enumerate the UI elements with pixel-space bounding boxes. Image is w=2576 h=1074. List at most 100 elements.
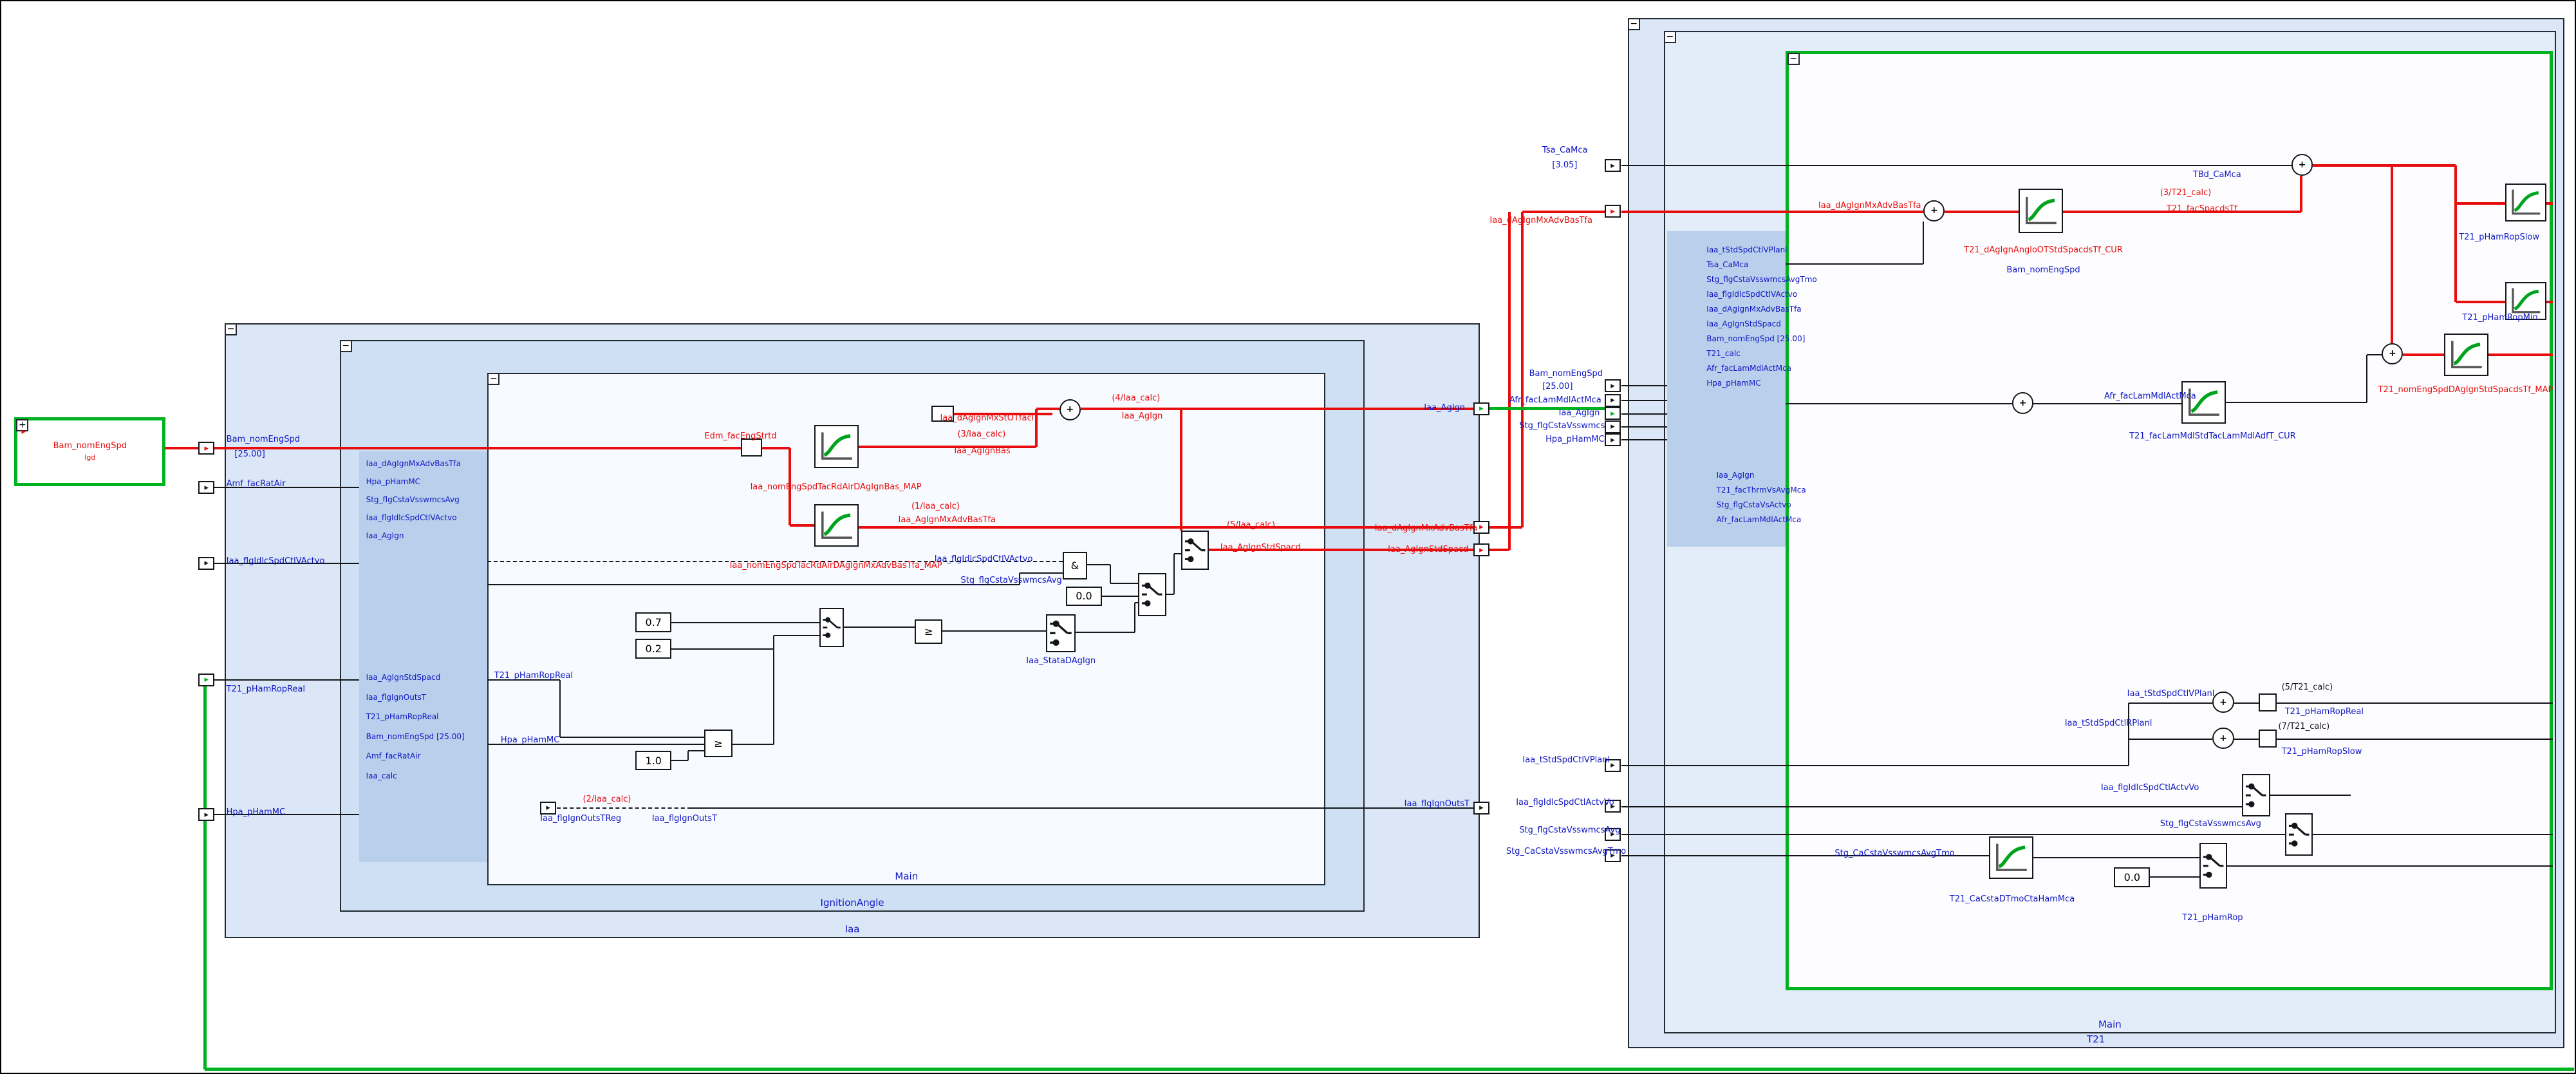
inport[interactable]: ▸ bbox=[1605, 849, 1621, 862]
signal-line[interactable] bbox=[2128, 702, 2130, 766]
signal-line[interactable] bbox=[1621, 764, 2129, 766]
constant-block[interactable]: 1.0 bbox=[635, 750, 672, 771]
switch-block[interactable] bbox=[2242, 773, 2270, 816]
collapse-button[interactable]: − bbox=[339, 339, 352, 352]
switch-block[interactable] bbox=[2284, 813, 2313, 856]
signal-line[interactable] bbox=[2225, 401, 2367, 403]
signal-line[interactable] bbox=[2276, 738, 2553, 740]
collapse-button[interactable]: − bbox=[487, 372, 500, 385]
lookup-table-block[interactable] bbox=[2444, 333, 2489, 376]
signal-line[interactable] bbox=[2129, 738, 2213, 740]
signal-line[interactable] bbox=[671, 760, 688, 762]
signal-line[interactable] bbox=[203, 680, 207, 1069]
signal-line[interactable] bbox=[790, 524, 815, 527]
signal-line[interactable] bbox=[1208, 549, 1473, 552]
inport[interactable]: ▸ bbox=[1605, 800, 1621, 813]
lookup-table-block[interactable] bbox=[2181, 381, 2226, 424]
signal-line[interactable] bbox=[1785, 263, 1924, 265]
inport[interactable]: ▸ bbox=[540, 801, 557, 815]
sum-block[interactable]: + bbox=[1923, 200, 1945, 221]
signal-line[interactable] bbox=[954, 412, 1053, 415]
signal-line[interactable] bbox=[205, 1068, 2574, 1071]
signal-line[interactable] bbox=[2033, 403, 2181, 405]
inport[interactable]: ▸ bbox=[1605, 379, 1621, 393]
signal-line[interactable] bbox=[2456, 202, 2505, 205]
signal-line[interactable] bbox=[687, 750, 689, 761]
lookup-table-block[interactable] bbox=[1989, 836, 2034, 879]
signal-line[interactable] bbox=[1489, 407, 1605, 411]
signal-line[interactable] bbox=[1135, 602, 1139, 604]
small-block[interactable] bbox=[2258, 693, 2277, 711]
signal-line[interactable] bbox=[1166, 594, 1175, 596]
signal-line[interactable] bbox=[556, 807, 691, 809]
input-strip-panel[interactable] bbox=[1710, 464, 1786, 531]
lookup-table-block[interactable] bbox=[814, 425, 859, 468]
signal-line[interactable] bbox=[2234, 738, 2259, 740]
small-block[interactable] bbox=[740, 438, 762, 457]
signal-line[interactable] bbox=[1621, 806, 2243, 807]
signal-line[interactable] bbox=[487, 584, 1020, 586]
signal-line[interactable] bbox=[1489, 525, 1523, 529]
signal-line[interactable] bbox=[671, 648, 774, 650]
signal-line[interactable] bbox=[772, 636, 774, 649]
signal-line[interactable] bbox=[1102, 595, 1139, 597]
inport[interactable]: ▸ bbox=[198, 442, 215, 455]
signal-line[interactable] bbox=[2456, 301, 2505, 304]
signal-line[interactable] bbox=[487, 743, 705, 745]
signal-line[interactable] bbox=[2454, 165, 2458, 303]
signal-line[interactable] bbox=[1174, 552, 1181, 554]
signal-line[interactable] bbox=[2403, 353, 2445, 356]
signal-line[interactable] bbox=[1945, 210, 2019, 213]
signal-line[interactable] bbox=[2150, 876, 2199, 878]
lookup-table-block[interactable] bbox=[814, 504, 859, 547]
inport[interactable]: ▸ bbox=[1605, 159, 1621, 173]
signal-line[interactable] bbox=[772, 648, 774, 744]
signal-line[interactable] bbox=[1621, 165, 2291, 167]
signal-line[interactable] bbox=[487, 561, 1063, 563]
sum-block[interactable]: + bbox=[2012, 392, 2034, 414]
signal-line[interactable] bbox=[671, 621, 820, 623]
switch-block[interactable] bbox=[1181, 530, 1209, 570]
lookup-table-block[interactable] bbox=[2505, 282, 2546, 321]
constant-block[interactable]: 0.0 bbox=[2114, 867, 2151, 887]
inport[interactable]: ▸ bbox=[198, 481, 215, 495]
collapse-button[interactable]: − bbox=[225, 323, 238, 336]
inport[interactable]: ▸ bbox=[1605, 393, 1621, 407]
signal-line[interactable] bbox=[213, 562, 360, 564]
signal-line[interactable] bbox=[691, 807, 1473, 809]
lookup-table-block[interactable] bbox=[2505, 184, 2546, 221]
logic-block[interactable]: ≥ bbox=[704, 729, 733, 758]
signal-line[interactable] bbox=[1923, 221, 1925, 265]
signal-line[interactable] bbox=[2367, 353, 2382, 355]
inport[interactable]: ▸ bbox=[1605, 420, 1621, 433]
signal-line[interactable] bbox=[559, 680, 561, 738]
signal-line[interactable] bbox=[1179, 408, 1182, 531]
signal-line[interactable] bbox=[1621, 385, 1668, 387]
logic-block[interactable]: ≥ bbox=[915, 619, 943, 644]
signal-line[interactable] bbox=[1621, 426, 1668, 428]
signal-line[interactable] bbox=[859, 445, 1036, 448]
collapse-button[interactable]: − bbox=[1663, 30, 1676, 43]
signal-line[interactable] bbox=[2234, 702, 2259, 704]
sum-block[interactable]: + bbox=[2382, 343, 2403, 365]
signal-line[interactable] bbox=[213, 487, 360, 489]
signal-line[interactable] bbox=[1020, 572, 1063, 574]
constant-block[interactable] bbox=[931, 405, 955, 422]
signal-line[interactable] bbox=[1173, 553, 1175, 595]
sum-block[interactable]: + bbox=[1059, 399, 1081, 420]
signal-line[interactable] bbox=[1521, 211, 1524, 527]
signal-line[interactable] bbox=[942, 630, 1047, 632]
signal-line[interactable] bbox=[559, 737, 705, 739]
outport[interactable]: ▸ bbox=[1473, 520, 1489, 534]
switch-block[interactable] bbox=[2199, 842, 2228, 889]
signal-line[interactable] bbox=[1080, 407, 1473, 410]
signal-line[interactable] bbox=[2300, 175, 2303, 212]
inport[interactable]: ▸ bbox=[198, 808, 215, 822]
signal-line[interactable] bbox=[1621, 834, 2285, 836]
outport[interactable]: ▸ bbox=[1473, 543, 1489, 557]
inport[interactable]: ▸ bbox=[1605, 758, 1621, 772]
signal-line[interactable] bbox=[1621, 413, 1668, 415]
signal-line[interactable] bbox=[773, 635, 820, 637]
constant-block[interactable]: 0.0 bbox=[1065, 586, 1103, 607]
